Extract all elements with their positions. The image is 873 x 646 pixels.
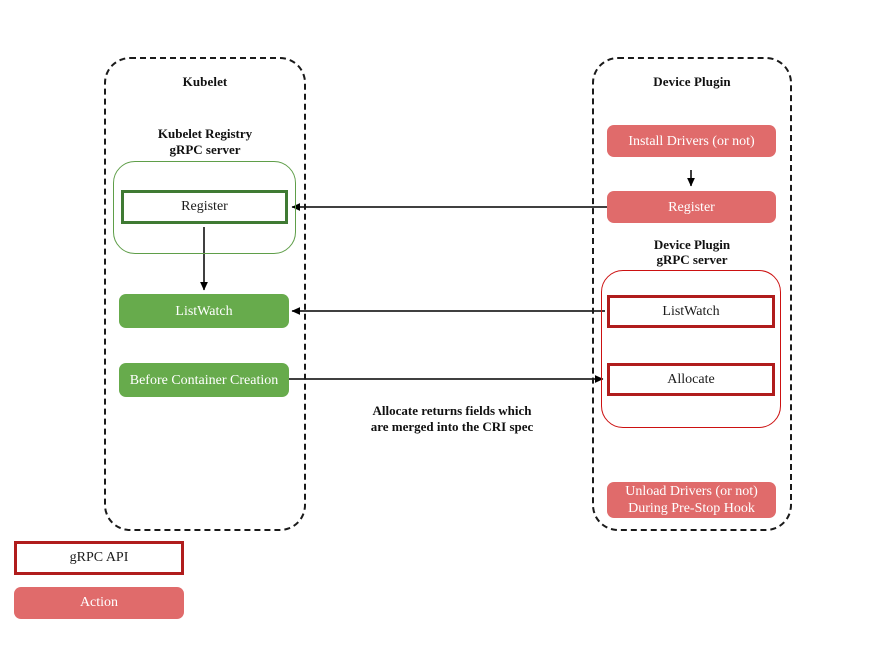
device-install-drivers-action[interactable]: Install Drivers (or not) [607,125,776,157]
kubelet-zone [104,57,306,531]
device-register-action[interactable]: Register [607,191,776,223]
allocate-annotation-line2: are merged into the CRI spec [370,419,534,434]
device-install-drivers-label: Install Drivers (or not) [628,133,755,149]
legend-grpc-api-label: gRPC API [69,550,129,565]
device-listwatch-api-label: ListWatch [662,303,720,319]
device-plugin-zone-title: Device Plugin [653,74,731,89]
device-plugin-zone [592,57,792,531]
kubelet-registry-label-line1: Kubelet Registry [157,126,253,141]
kubelet-zone-title: Kubelet [182,74,228,89]
kubelet-listwatch-action[interactable]: ListWatch [119,294,289,328]
device-plugin-server-label-line2: gRPC server [656,252,728,267]
device-plugin-server-container [601,270,781,428]
device-unload-drivers-label-line2: During Pre-Stop Hook [628,501,755,516]
kubelet-register-api-label: Register [181,199,228,214]
legend-item-grpc-api: gRPC API [14,541,184,575]
kubelet-registry-label-line2: gRPC server [169,142,241,157]
kubelet-listwatch-action-label: ListWatch [175,303,233,319]
device-unload-drivers-action[interactable]: Unload Drivers (or not) During Pre-Stop … [607,482,776,518]
device-unload-drivers-label-line1: Unload Drivers (or not) [625,484,758,499]
legend-action-label: Action [79,595,119,610]
allocate-annotation: Allocate returns fields which are merged… [340,403,564,435]
kubelet-before-container-creation-label: Before Container Creation [129,372,279,388]
device-plugin-server-label-line1: Device Plugin [653,237,731,252]
device-register-label: Register [668,199,715,215]
kubelet-before-container-creation-action[interactable]: Before Container Creation [119,363,289,397]
device-allocate-api-label: Allocate [667,371,715,387]
kubelet-registry-server-container [113,161,296,254]
legend-item-action: Action [14,587,184,619]
allocate-annotation-line1: Allocate returns fields which [372,403,532,418]
device-listwatch-api-box[interactable]: ListWatch [607,295,775,328]
device-allocate-api-box[interactable]: Allocate [607,363,775,396]
kubelet-register-api-box[interactable]: Register [121,190,288,224]
